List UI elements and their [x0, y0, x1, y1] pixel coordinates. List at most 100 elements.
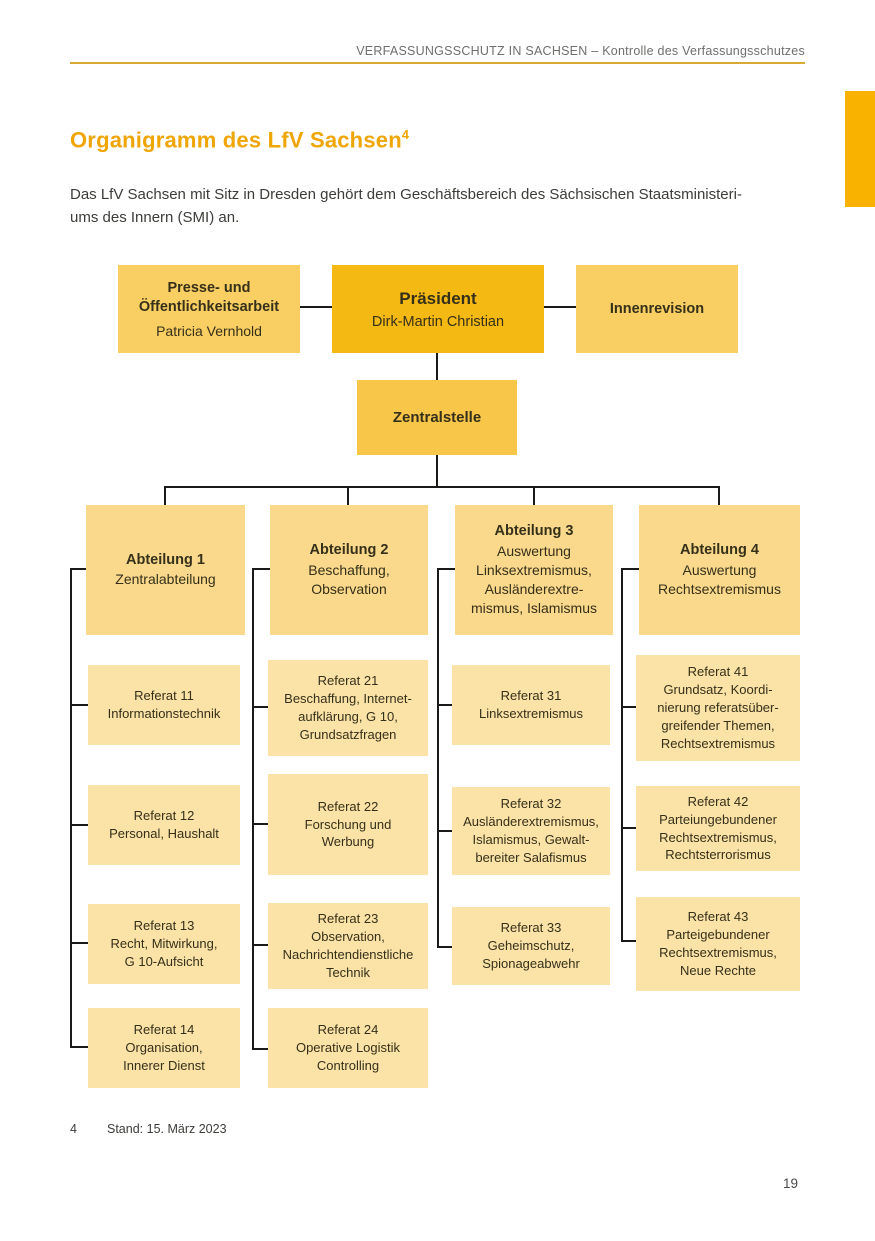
node-title: Referat 42	[687, 793, 749, 809]
node-subtitle: Personal, Haushalt	[109, 826, 219, 841]
node-subtitle: Parteigebundener Rechtsextremismus, Neue…	[659, 927, 777, 978]
node-subtitle: Beschaffung, Internet- aufklärung, G 10,…	[284, 691, 412, 742]
node-subtitle: Organisation, Innerer Dienst	[123, 1040, 205, 1073]
spine3-stub-r33	[437, 946, 452, 948]
node-abteilung-3: Abteilung 3 Auswertung Linksextremismus,…	[455, 505, 613, 635]
intro-paragraph: Das LfV Sachsen mit Sitz in Dresden gehö…	[70, 186, 742, 227]
node-title: Referat 24	[317, 1022, 379, 1038]
node-title: Referat 21	[317, 673, 379, 689]
spine2-stub-r23	[252, 944, 268, 946]
connector-distribution-line	[164, 486, 720, 488]
spine2-stub-r21	[252, 706, 268, 708]
spine1-top-stub	[70, 568, 86, 570]
node-abteilung-1: Abteilung 1 Zentralabteilung	[86, 505, 245, 635]
node-referat-22: Referat 22 Forschung und Werbung	[268, 774, 428, 875]
node-title: Referat 11	[134, 688, 194, 704]
connector-presse-praesident	[300, 306, 332, 308]
spine4-stub-r42	[621, 827, 636, 829]
node-referat-24: Referat 24 Operative Logistik Controllin…	[268, 1008, 428, 1088]
page-title: Organigramm des LfV Sachsen4	[70, 127, 409, 153]
connector-drop-abteilung3	[533, 486, 535, 505]
connector-drop-abteilung1	[164, 486, 166, 505]
page-title-text: Organigramm des LfV Sachsen	[70, 127, 402, 153]
node-abteilung-2: Abteilung 2 Beschaffung, Observation	[270, 505, 428, 635]
footnote-marker-superscript: 4	[401, 126, 410, 142]
node-subtitle: Grundsatz, Koordi- nierung referatsüber-…	[657, 682, 779, 751]
node-title: Referat 32	[500, 796, 562, 812]
node-subtitle: Auswertung Linksextremismus, Ausländerex…	[470, 543, 597, 616]
connector-praesident-zentralstelle	[436, 353, 438, 380]
connector-drop-abteilung2	[347, 486, 349, 505]
node-title: Zentralstelle	[392, 409, 482, 426]
node-title: Referat 31	[500, 688, 562, 704]
node-title: Abteilung 2	[309, 542, 389, 559]
node-subtitle: Ausländerextremismus, Islamismus, Gewalt…	[463, 814, 599, 865]
node-title: Referat 23	[317, 911, 379, 927]
node-title: Präsident	[399, 289, 477, 309]
node-subtitle: Observation, Nachrichtendienstliche Tech…	[282, 929, 414, 980]
spine1-stub-r14	[70, 1046, 88, 1048]
node-subtitle: Auswertung Rechtsextremismus	[658, 561, 781, 597]
node-title: Referat 22	[317, 798, 379, 814]
node-title: Abteilung 1	[126, 551, 205, 568]
spine2-top-stub	[252, 568, 270, 570]
node-title: Innenrevision	[609, 300, 705, 317]
spine4-stub-r41	[621, 706, 636, 708]
spine3-stub-r31	[437, 704, 452, 706]
node-abteilung-4: Abteilung 4 Auswertung Rechtsextremismus	[639, 505, 800, 635]
footnote-text: Stand: 15. März 2023	[107, 1122, 227, 1136]
spine1-stub-r12	[70, 824, 88, 826]
spine1-vertical	[70, 568, 72, 1048]
node-referat-31: Referat 31 Linksextremismus	[452, 665, 610, 745]
page-number: 19	[783, 1176, 799, 1191]
node-subtitle: Patricia Vernhold	[156, 322, 262, 339]
node-title: Abteilung 4	[680, 542, 759, 559]
node-title: Abteilung 3	[494, 523, 574, 540]
spine2-stub-r22	[252, 823, 268, 825]
node-subtitle: Parteiungebundener Rechtsextremismus, Re…	[659, 811, 777, 863]
node-referat-23: Referat 23 Observation, Nachrichtendiens…	[268, 903, 428, 989]
node-subtitle: Recht, Mitwirkung, G 10-Aufsicht	[110, 936, 218, 969]
node-referat-42: Referat 42 Parteiungebundener Rechtsextr…	[636, 786, 800, 871]
node-presse-oeffentlichkeitsarbeit: Presse- und Öffentlichkeitsarbeit Patric…	[118, 265, 300, 353]
node-referat-13: Referat 13 Recht, Mitwirkung, G 10-Aufsi…	[88, 904, 240, 984]
node-referat-12: Referat 12 Personal, Haushalt	[88, 785, 240, 865]
connector-zentralstelle-drop	[436, 455, 438, 488]
node-subtitle: Informationstechnik	[107, 706, 221, 721]
node-title: Referat 13	[133, 918, 195, 934]
node-title: Referat 33	[500, 920, 562, 936]
spine2-stub-r24	[252, 1048, 268, 1050]
node-referat-41: Referat 41 Grundsatz, Koordi- nierung re…	[636, 655, 800, 761]
spine4-vertical	[621, 568, 623, 942]
spine4-top-stub	[621, 568, 639, 570]
node-subtitle: Zentralabteilung	[115, 571, 216, 588]
chapter-side-tab	[845, 91, 875, 207]
connector-praesident-innenrevision	[544, 306, 576, 308]
spine2-vertical	[252, 568, 254, 1050]
node-title: Referat 14	[133, 1022, 195, 1038]
spine3-top-stub	[437, 568, 455, 570]
node-subtitle: Forschung und Werbung	[304, 816, 392, 850]
node-referat-21: Referat 21 Beschaffung, Internet- aufklä…	[268, 660, 428, 756]
footnote: 4 Stand: 15. März 2023	[70, 1122, 227, 1136]
spine3-vertical	[437, 568, 439, 948]
node-referat-11: Referat 11 Informationstechnik	[88, 665, 240, 745]
spine3-stub-r32	[437, 830, 452, 832]
node-referat-14: Referat 14 Organisation, Innerer Dienst	[88, 1008, 240, 1088]
footnote-marker: 4	[70, 1122, 77, 1136]
spine4-stub-r43	[621, 940, 636, 942]
spine1-stub-r11	[70, 704, 88, 706]
connector-drop-abteilung4	[718, 486, 720, 505]
node-praesident: Präsident Dirk-Martin Christian	[332, 265, 544, 353]
node-zentralstelle: Zentralstelle	[357, 380, 517, 455]
node-subtitle: Linksextremismus	[478, 706, 584, 721]
node-referat-43: Referat 43 Parteigebundener Rechtsextrem…	[636, 897, 800, 991]
node-subtitle: Geheimschutz, Spionageabwehr	[482, 938, 580, 971]
node-title: Presse- und Öffentlichkeitsarbeit	[138, 280, 280, 315]
node-title: Referat 41	[687, 664, 749, 680]
node-referat-32: Referat 32 Ausländerextremismus, Islamis…	[452, 787, 610, 875]
node-title: Referat 43	[687, 909, 749, 925]
node-referat-33: Referat 33 Geheimschutz, Spionageabwehr	[452, 907, 610, 985]
spine1-stub-r13	[70, 942, 88, 944]
